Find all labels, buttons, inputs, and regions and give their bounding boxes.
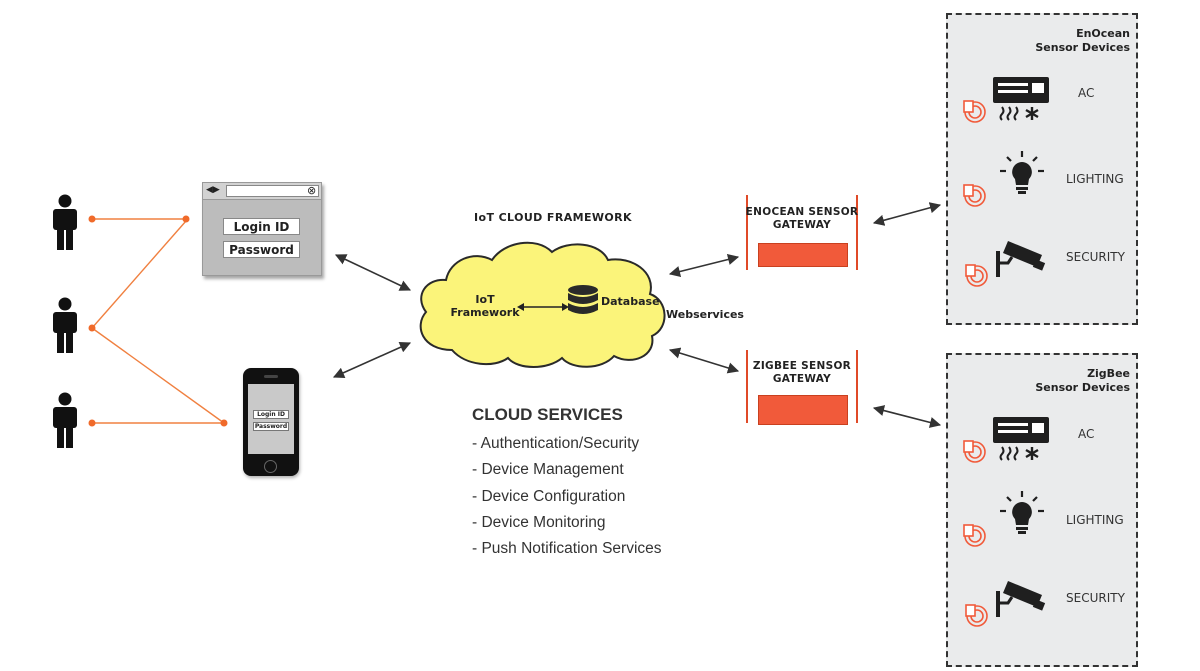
service-item: - Authentication/Security xyxy=(472,435,640,452)
wireless-signal-icon xyxy=(965,604,988,627)
zigbee-gateway: ZIGBEE SENSOR GATEWAY xyxy=(742,350,862,428)
zigbee-sensor-panel: ZigBee Sensor Devices AC LIGHTING xyxy=(946,353,1138,667)
service-item: - Device Management xyxy=(472,461,624,479)
device-label-ac: AC xyxy=(1078,86,1095,100)
service-item: - Device Monitoring xyxy=(472,513,606,531)
phone-screen xyxy=(248,384,294,454)
device-label-ac: AC xyxy=(1078,427,1095,441)
phone-home-button[interactable] xyxy=(264,460,277,473)
light-bulb-icon xyxy=(1000,151,1044,194)
login-id-field[interactable]: Login ID xyxy=(223,218,300,235)
cloud-shape xyxy=(419,241,666,368)
enocean-gateway: ENOCEAN SENSOR GATEWAY xyxy=(742,195,862,275)
gateway-antenna xyxy=(856,195,858,270)
user-icon xyxy=(53,194,77,250)
password-field[interactable]: Password xyxy=(223,241,300,258)
wireless-signal-icon xyxy=(963,184,986,207)
gateway-body xyxy=(758,395,848,425)
device-label-security: SECURITY xyxy=(1066,250,1125,264)
cloud-zigbee-arrow xyxy=(668,347,740,374)
cloud-services-list: - Authentication/Security - Device Manag… xyxy=(472,431,662,562)
login-cloud-arrow xyxy=(334,254,412,291)
iot-framework-label: IoT Framework xyxy=(450,293,520,319)
enocean-sensor-panel: EnOcean Sensor Devices AC LIGHTING xyxy=(946,13,1138,325)
enocean-sensors-arrow xyxy=(872,202,942,226)
gateway-label: ZIGBEE SENSOR GATEWAY xyxy=(752,360,852,385)
wireless-signal-icon xyxy=(963,524,986,547)
login-window: ◀▶ ⊗ Login ID Password xyxy=(202,182,322,276)
user-connection-dots xyxy=(88,215,228,427)
back-forward-icon[interactable]: ◀▶ xyxy=(206,185,220,195)
device-label-security: SECURITY xyxy=(1066,591,1125,605)
phone-cloud-arrow xyxy=(332,342,412,378)
phone-login-id-field[interactable]: Login ID xyxy=(253,410,289,419)
air-conditioner-icon xyxy=(993,77,1049,121)
wireless-signal-icon xyxy=(963,440,986,463)
phone-password-field[interactable]: Password xyxy=(253,422,289,431)
wireless-signal-icon xyxy=(965,264,988,287)
cloud-services-title: CLOUD SERVICES xyxy=(472,405,623,424)
zigbee-sensors-arrow xyxy=(872,405,942,428)
address-field[interactable] xyxy=(226,185,319,197)
light-bulb-icon xyxy=(1000,491,1044,534)
gateway-antenna xyxy=(856,350,858,423)
close-icon[interactable]: ⊗ xyxy=(307,184,317,197)
sensor-group-title: EnOcean Sensor Devices xyxy=(1035,27,1130,54)
database-icon xyxy=(568,285,598,314)
phone-speaker xyxy=(264,375,278,378)
gateway-antenna xyxy=(746,195,748,270)
user-icon xyxy=(53,297,77,353)
security-camera-icon xyxy=(996,241,1046,277)
wireless-signal-icon xyxy=(963,100,986,123)
service-item: - Device Configuration xyxy=(472,487,626,505)
smartphone: Login ID Password xyxy=(243,368,299,476)
sensor-group-title: ZigBee Sensor Devices xyxy=(1035,367,1130,394)
cloud-enocean-arrow xyxy=(668,254,740,277)
cloud-title: IoT CLOUD FRAMEWORK xyxy=(474,211,632,224)
security-camera-icon xyxy=(996,581,1046,617)
webservices-label: Webservices xyxy=(666,308,744,321)
user-icon xyxy=(53,392,77,448)
device-label-lighting: LIGHTING xyxy=(1066,172,1124,186)
gateway-antenna xyxy=(746,350,748,423)
gateway-label: ENOCEAN SENSOR GATEWAY xyxy=(745,206,859,231)
device-label-lighting: LIGHTING xyxy=(1066,513,1124,527)
database-label: Database xyxy=(601,295,660,308)
user-connection-lines xyxy=(91,218,225,424)
framework-database-arrow xyxy=(517,303,569,311)
gateway-body xyxy=(758,243,848,267)
service-item: - Push Notification Services xyxy=(472,540,662,558)
air-conditioner-icon xyxy=(993,417,1049,461)
